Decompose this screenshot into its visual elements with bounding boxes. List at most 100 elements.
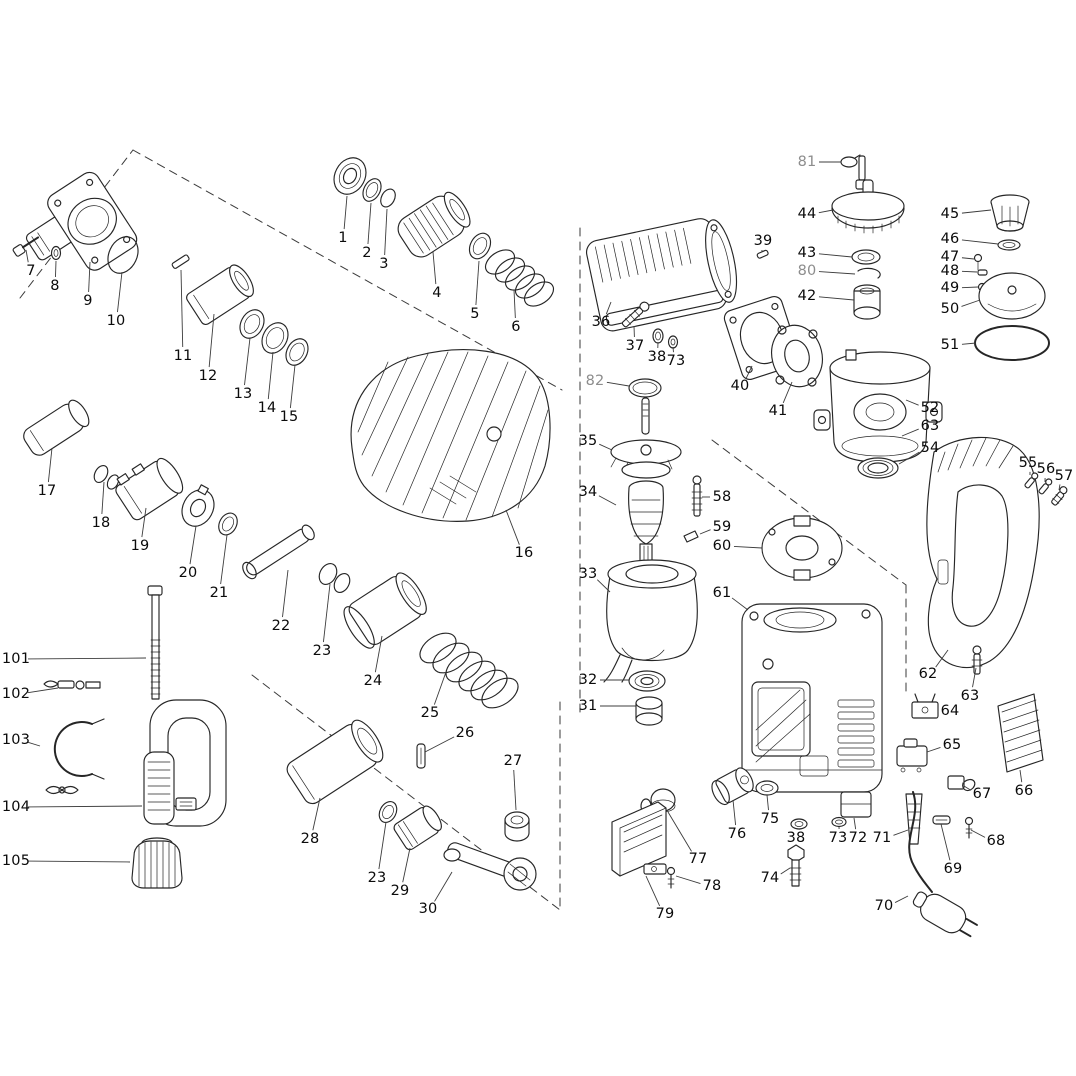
part4-chuck-drawing (397, 191, 471, 258)
part13-ring-drawing (239, 309, 265, 339)
part-label-2: 2 (362, 245, 372, 261)
part17-cylinder-drawing (23, 399, 90, 456)
part-label-3: 3 (379, 256, 389, 272)
part-label-22: 22 (271, 618, 291, 634)
leader-line-40 (745, 365, 753, 379)
part-label-43: 43 (797, 245, 817, 261)
part80-circlip-drawing (857, 267, 881, 279)
part-label-73: 73 (828, 830, 848, 846)
part55-screw-drawing (1024, 472, 1039, 489)
part-label-71: 71 (872, 830, 892, 846)
part33-stator-drawing (603, 559, 698, 683)
leader-line-63 (901, 428, 919, 437)
leader-line-18 (101, 481, 105, 515)
part-label-17: 17 (37, 483, 57, 499)
leader-line-62 (935, 649, 949, 668)
leader-line-21 (220, 534, 228, 585)
leader-line-79 (645, 875, 661, 907)
leader-line-7 (25, 249, 29, 263)
part-label-49: 49 (940, 280, 960, 296)
part-label-23: 23 (367, 870, 387, 886)
part-label-54: 54 (920, 440, 940, 456)
leader-line-45 (961, 209, 992, 214)
part-label-74: 74 (760, 870, 780, 886)
part-label-24: 24 (363, 673, 383, 689)
leader-line-49 (961, 286, 979, 289)
leader-line-68 (970, 829, 986, 838)
part48-pin-drawing (977, 269, 988, 276)
leader-line-61 (731, 597, 749, 611)
part72-box-drawing (840, 791, 872, 818)
part-label-57: 57 (1054, 468, 1074, 484)
part-label-31: 31 (578, 698, 598, 714)
part68-screw-drawing (964, 816, 974, 839)
part76-piston-cup-drawing (711, 767, 754, 806)
leader-line-24 (374, 635, 383, 673)
part-label-59: 59 (712, 519, 732, 535)
part73a-washer-drawing (667, 335, 679, 349)
leader-line-77 (667, 811, 692, 852)
part70-power-cord-drawing (908, 791, 978, 938)
part34-armature-drawing (628, 480, 664, 577)
part-label-76: 76 (727, 826, 747, 842)
part54-bearing-drawing (857, 457, 899, 479)
leader-line-48 (961, 270, 978, 273)
leader-line-12 (208, 313, 215, 368)
part-label-80: 80 (797, 263, 817, 279)
part-label-102: 102 (1, 686, 31, 702)
leader-line-2 (367, 202, 372, 245)
part105-knob-drawing (131, 837, 183, 889)
part29-piston-drawing (393, 805, 442, 851)
leader-line-67 (963, 785, 972, 791)
part-label-48: 48 (940, 263, 960, 279)
part-label-32: 32 (578, 672, 598, 688)
part31-bushing-drawing (635, 696, 663, 726)
leader-line-54 (898, 451, 920, 465)
leader-line-25 (433, 671, 447, 705)
part-label-101: 101 (1, 651, 31, 667)
leader-line-42 (818, 296, 855, 301)
part-label-103: 103 (1, 732, 31, 748)
part-label-63: 63 (960, 688, 980, 704)
part45-cup-drawing (990, 194, 1030, 232)
leader-line-66 (1019, 769, 1023, 783)
part-label-77: 77 (688, 851, 708, 867)
leader-line-65 (926, 747, 941, 753)
leader-line-28 (312, 797, 321, 831)
part-label-19: 19 (130, 538, 150, 554)
part66-connector-block-drawing (997, 693, 1044, 773)
part61-main-housing-drawing (741, 603, 883, 793)
leader-line-51 (961, 342, 977, 345)
part-label-8: 8 (50, 278, 60, 294)
part-label-1: 1 (338, 230, 348, 246)
part-label-44: 44 (797, 206, 817, 222)
part23b-ring-drawing (378, 801, 398, 823)
part50-cover-drawing (978, 272, 1046, 320)
leader-line-52 (905, 399, 919, 406)
part19-clutch-drawing (115, 457, 184, 521)
leader-line-26 (424, 736, 455, 753)
leader-line-5 (475, 260, 480, 306)
part-label-33: 33 (578, 566, 598, 582)
leader-line-11 (180, 269, 184, 348)
leader-line-43 (818, 253, 853, 258)
part32-bearing-drawing (628, 670, 666, 692)
part-label-51: 51 (940, 337, 960, 353)
leader-line-10 (117, 271, 123, 313)
part-label-104: 104 (1, 799, 31, 815)
part-label-60: 60 (712, 538, 732, 554)
part41-bearing-plate-drawing (771, 324, 823, 388)
leader-line-23 (378, 821, 387, 870)
leader-line-4 (432, 251, 437, 285)
part-label-72: 72 (848, 830, 868, 846)
leader-line-104 (27, 805, 143, 808)
part60-plate-drawing (761, 515, 843, 581)
part-label-38: 38 (786, 830, 806, 846)
leader-line-22 (282, 569, 289, 618)
part82-oring-drawing (628, 378, 662, 398)
part-label-68: 68 (986, 833, 1006, 849)
leader-line-63 (972, 667, 977, 688)
part57-screw-drawing (1051, 486, 1068, 506)
part-label-20: 20 (178, 565, 198, 581)
part104-side-handle-drawing (143, 699, 227, 827)
